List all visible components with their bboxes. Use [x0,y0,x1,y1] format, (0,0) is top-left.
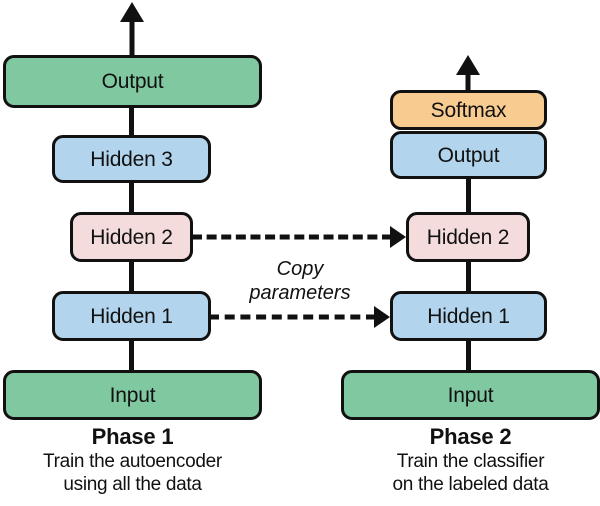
copy-parameters-label-line-2: parameters [249,281,351,304]
phase1-layer-hidden-1[interactable]: Hidden 1 [52,291,211,341]
phase1-connector-hidden3-output [129,106,134,138]
phase2-layer-output-label: Output [437,143,500,167]
phase2-layer-input[interactable]: Input [341,370,600,420]
phase1-layer-hidden-2[interactable]: Hidden 2 [70,212,193,262]
phase1-connector-hidden2-hidden3 [129,181,134,214]
phase1-layer-hidden-2-label: Hidden 2 [90,225,173,249]
phase2-layer-hidden-1-label: Hidden 1 [427,304,510,328]
phase2-layer-input-label: Input [447,383,494,407]
copy-parameters-arrow-hidden1-icon [209,306,392,328]
phase1-layer-hidden-3-label: Hidden 3 [90,147,173,171]
phase2-layer-output[interactable]: Output [390,131,547,179]
phase2-layer-hidden-1[interactable]: Hidden 1 [390,291,547,341]
phase1-layer-hidden-3[interactable]: Hidden 3 [52,135,211,183]
phase1-layer-output-label: Output [101,70,164,93]
phase1-layer-input[interactable]: Input [3,370,262,420]
phase1-output-arrow-icon [120,2,144,58]
phase1-caption-line-2: using all the data [63,473,202,495]
phase1-caption: Phase 1 Train the autoencoder using all … [3,424,262,496]
phase1-caption-title: Phase 1 [91,424,174,449]
phase1-caption-line-1: Train the autoencoder [43,450,222,472]
copy-parameters-label-line-1: Copy [276,258,324,280]
copy-parameters-arrow-hidden2-icon [192,226,408,248]
phase2-caption-title: Phase 2 [429,424,512,449]
phase2-caption: Phase 2 Train the classifier on the labe… [341,424,600,496]
phase2-caption-line-1: Train the classifier [396,450,545,472]
phase2-connector-hidden1-hidden2 [466,260,471,293]
phase1-layer-output[interactable]: Output [3,55,262,108]
phase1-layer-input-label: Input [109,383,156,407]
phase2-layer-hidden-2-label: Hidden 2 [426,225,510,249]
phase2-caption-line-2: on the labeled data [392,473,549,495]
phase2-connector-hidden2-output [466,177,471,214]
phase1-layer-hidden-1-label: Hidden 1 [90,304,173,328]
copy-parameters-label: Copy parameters [210,258,390,305]
phase2-softmax-arrow-icon [456,55,480,97]
phase2-layer-softmax-label: Softmax [430,98,507,122]
phase1-connector-input-hidden1 [129,339,134,372]
phase2-layer-hidden-2[interactable]: Hidden 2 [406,212,530,262]
phase2-connector-input-hidden1 [466,339,471,372]
phase2-layer-softmax[interactable]: Softmax [390,90,547,130]
phase1-connector-hidden1-hidden2 [129,260,134,293]
